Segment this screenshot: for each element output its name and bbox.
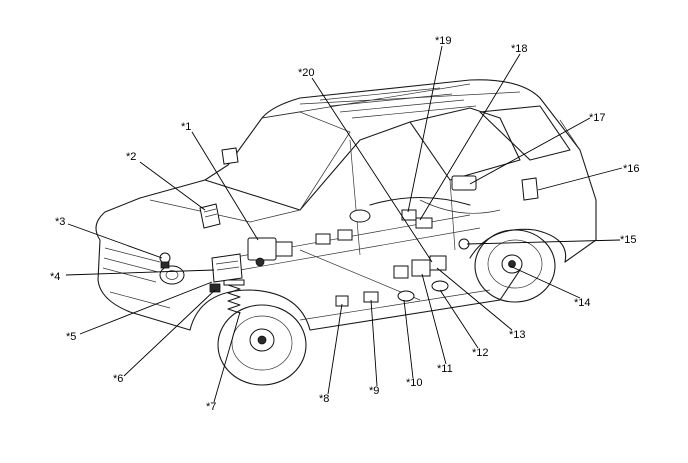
callout-10: *10 [406,377,423,389]
callout-7: *7 [206,401,216,413]
rear-wheel [474,229,556,303]
leader-lines [65,45,623,403]
front-wheel [217,304,307,386]
vehicle-body-outline [95,79,597,331]
callout-9: *9 [369,385,379,397]
callout-6: *6 [113,373,123,385]
callout-11: *11 [437,363,453,375]
callout-20: *20 [298,67,315,79]
center-modules [315,229,449,307]
rear-modules [349,175,539,250]
callout-14: *14 [574,297,591,309]
callout-2: *2 [126,151,136,163]
components [159,175,539,314]
callout-16: *16 [623,163,640,175]
callout-1: *1 [181,121,191,133]
ecu-module [199,203,221,229]
callout-15: *15 [620,234,637,246]
callout-19: *19 [435,35,452,47]
callout-8: *8 [319,393,329,405]
front-suspension-spring [223,279,245,314]
callout-4: *4 [50,271,60,283]
front-sensor [159,252,171,269]
relay-block [209,253,243,293]
brake-actuator [247,237,293,267]
callout-13: *13 [509,329,526,341]
callout-18: *18 [511,43,528,55]
callout-12: *12 [472,347,489,359]
callout-labels: *1 *2 *3 *4 *5 *6 *7 *8 *9 *10 *11 *12 *… [50,35,640,413]
callout-17: *17 [589,112,606,124]
callout-3: *3 [55,216,65,228]
callout-5: *5 [66,331,76,343]
